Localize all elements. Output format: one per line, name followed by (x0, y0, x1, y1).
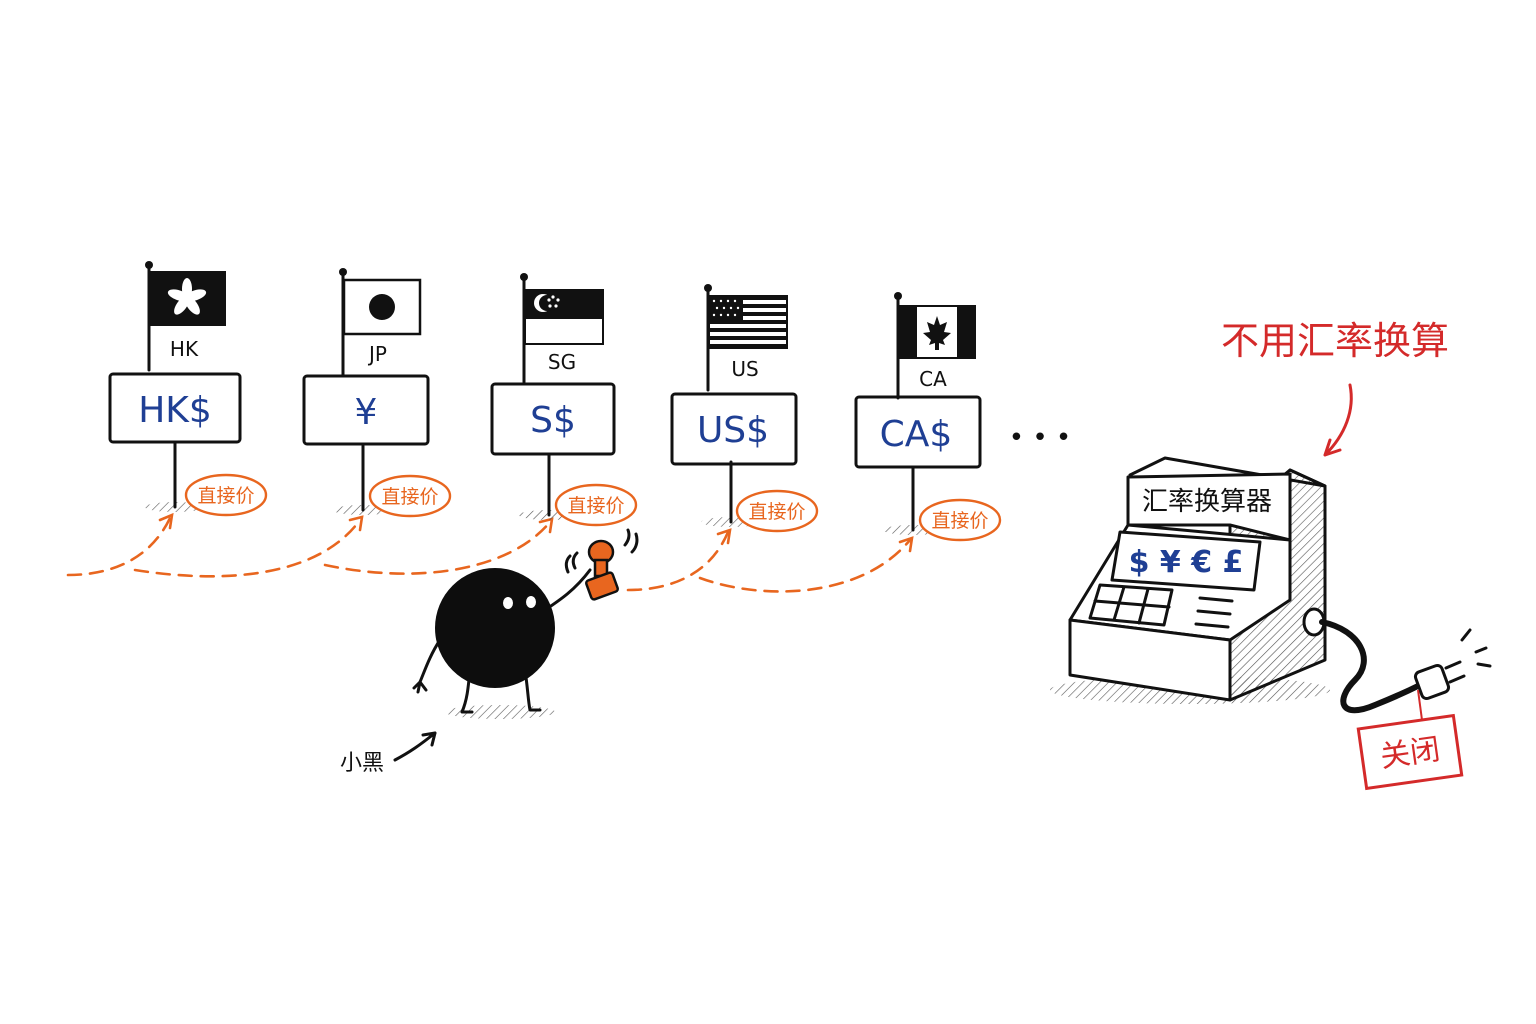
character-body (435, 568, 555, 688)
character-eye (526, 596, 536, 608)
dashed-path (66, 512, 914, 593)
country-code: HK (170, 337, 199, 361)
sign-us: US US$ 直接价 (670, 284, 819, 533)
currency-label: HK$ (138, 390, 212, 431)
flagpole-knob (145, 261, 153, 269)
direct-price-tag: 直接价 (931, 510, 988, 532)
screen-symbols: $ ¥ € £ (1129, 545, 1244, 580)
off-tag-label: 关闭 (1378, 732, 1442, 775)
keypad (1088, 583, 1174, 627)
sign-jp: JP ¥ 直接价 (302, 268, 452, 518)
currency-label: CA$ (880, 414, 953, 455)
character-eye (503, 597, 513, 609)
usa-flag-icon (708, 295, 788, 349)
machine-screen (1110, 530, 1262, 592)
currency-label: S$ (530, 400, 576, 441)
canada-flag-icon (898, 305, 976, 359)
singapore-flag-icon (524, 289, 604, 345)
direct-price-tag: 直接价 (748, 501, 805, 523)
sign-hk: HK HK$ 直接价 (108, 261, 268, 517)
slot-lines (1194, 596, 1234, 629)
country-code: CA (919, 367, 947, 391)
currency-label: US$ (697, 410, 769, 451)
direct-price-tag: 直接价 (197, 485, 254, 507)
ellipsis: • • • (1009, 423, 1072, 453)
headline-arrow (1323, 383, 1353, 457)
exchange-rate-calculator-machine: 汇率换算器 $ ¥ € £ 关闭 (1050, 456, 1492, 791)
character-label: 小黑 (340, 751, 384, 776)
country-code: US (731, 357, 758, 381)
country-code: SG (548, 350, 576, 374)
character-xiaohei: 小黑 (340, 528, 639, 776)
machine-title: 汇率换算器 (1142, 487, 1272, 517)
currency-label: ¥ (355, 392, 378, 433)
sign-ca: CA CA$ 直接价 (854, 292, 1002, 542)
direct-price-tag: 直接价 (381, 486, 438, 508)
headline: 不用汇率换算 (1221, 319, 1449, 363)
power-plug-icon (1413, 628, 1492, 701)
off-tag: 关闭 (1356, 713, 1464, 791)
japan-flag-icon (342, 278, 422, 336)
country-code: JP (367, 342, 387, 366)
direct-price-tag: 直接价 (567, 495, 624, 517)
hong-kong-flag-icon (149, 271, 226, 326)
stamp-icon (585, 539, 619, 601)
sign-sg: SG S$ 直接价 (490, 273, 638, 527)
